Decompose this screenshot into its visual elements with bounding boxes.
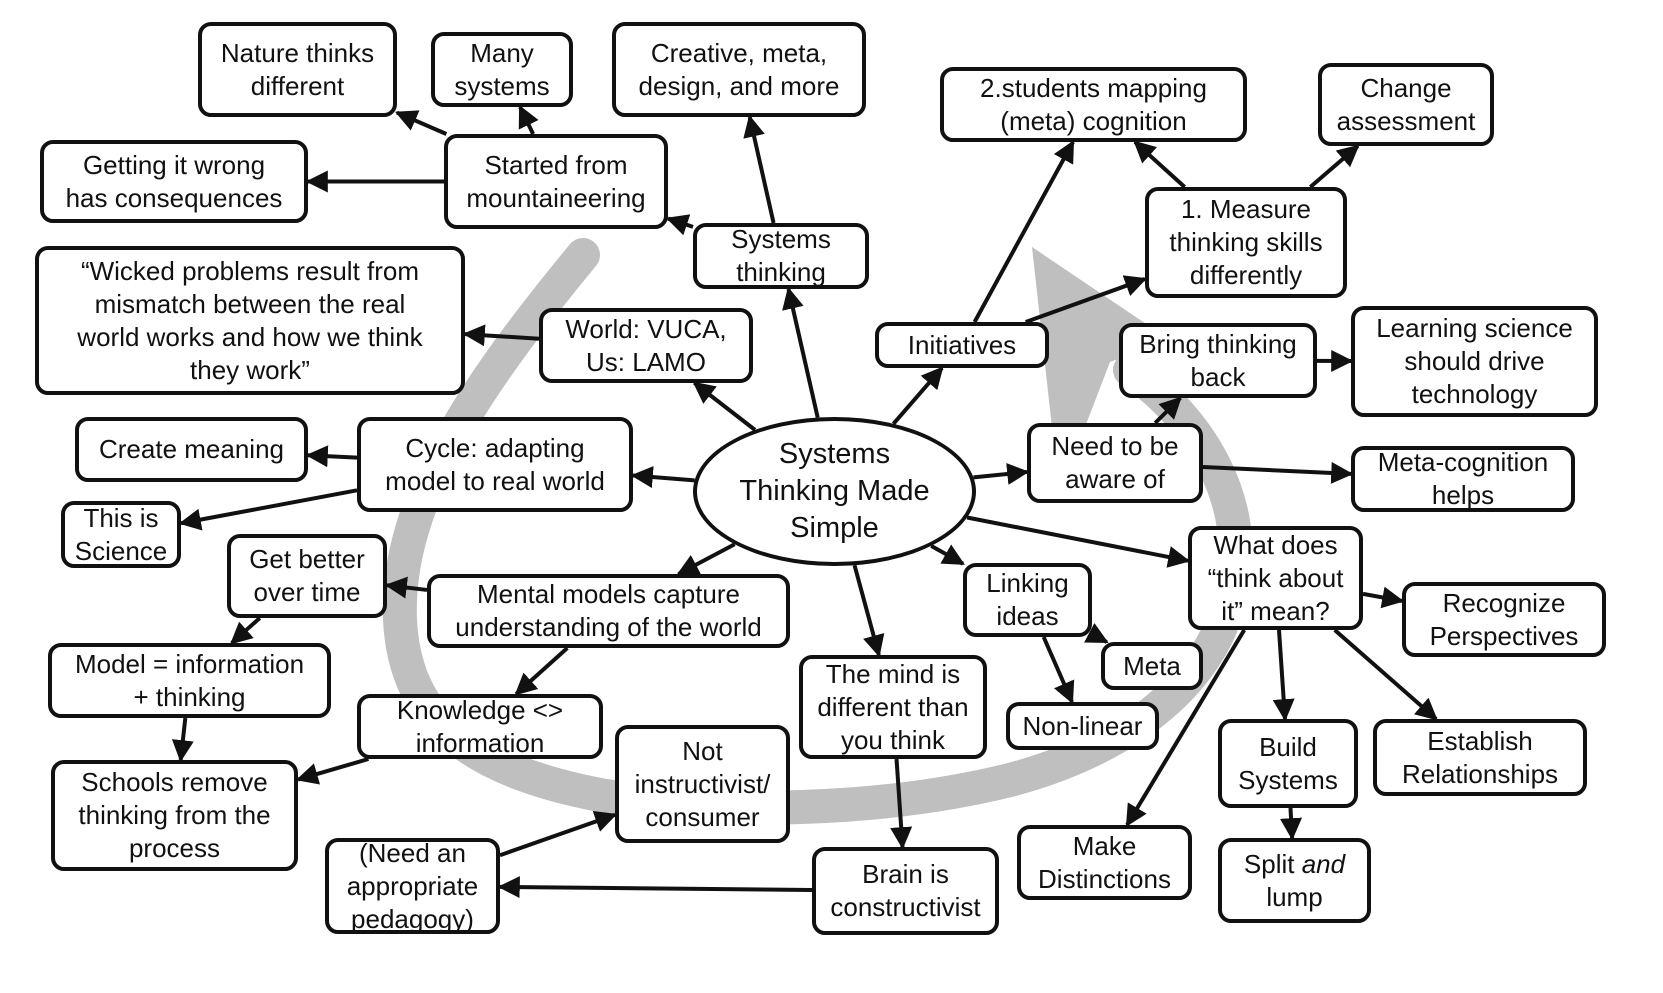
edge-initiatives-to-measure	[1025, 275, 1148, 324]
node-brain[interactable]: Brain is constructivist	[812, 847, 999, 935]
node-world[interactable]: World: VUCA, Us: LAMO	[539, 308, 753, 383]
edge-linking-to-meta	[1084, 623, 1109, 644]
edge-started-to-nature	[394, 110, 448, 136]
edge-get-better-to-model	[230, 616, 262, 645]
edge-mind-to-brain	[890, 758, 913, 850]
edge-linking-to-non-linear	[1041, 636, 1075, 705]
edge-need-aware-to-bring-back	[1153, 396, 1182, 425]
edge-cycle-to-science	[178, 488, 358, 531]
edge-center-to-cycle	[630, 466, 695, 489]
node-initiatives[interactable]: Initiatives	[875, 322, 1049, 368]
node-schools[interactable]: Schools remove thinking from the process	[51, 760, 298, 871]
edge-initiatives-to-students	[972, 140, 1075, 323]
edge-need-aware-to-meta-cognition	[1202, 461, 1354, 484]
node-creative[interactable]: Creative, meta, design, and more	[612, 22, 866, 117]
node-wicked[interactable]: “Wicked problems result from mismatch be…	[35, 246, 465, 395]
node-distinctions[interactable]: Make Distinctions	[1017, 825, 1192, 900]
node-many[interactable]: Many systems	[431, 32, 573, 107]
node-cycle[interactable]: Cycle: adapting model to real world	[357, 417, 633, 512]
split-label: Split and lump	[1243, 848, 1346, 912]
edge-measure-to-change	[1309, 144, 1360, 189]
edge-what-does-to-recognize	[1362, 586, 1405, 609]
node-need-aware[interactable]: Need to be aware of	[1027, 423, 1203, 503]
node-systems-thinking[interactable]: Systems thinking	[693, 223, 869, 289]
edge-build-to-split	[1280, 807, 1303, 841]
edge-what-does-to-establish	[1333, 628, 1438, 721]
edge-center-to-world	[692, 381, 757, 432]
node-meta-cognition[interactable]: Meta-cognition helps	[1351, 446, 1575, 512]
node-recognize[interactable]: Recognize Perspectives	[1402, 582, 1606, 657]
node-not-instructivist[interactable]: Not instructivist/ consumer	[615, 725, 790, 843]
node-create-meaning[interactable]: Create meaning	[75, 417, 308, 482]
node-pedagogy[interactable]: (Need an appropriate pedagogy)	[325, 838, 500, 934]
node-what-does[interactable]: What does “think about it” mean?	[1188, 526, 1363, 630]
node-model[interactable]: Model = information + thinking	[48, 643, 331, 718]
node-science[interactable]: This is Science	[61, 501, 181, 568]
edge-center-to-linking	[930, 544, 965, 566]
edge-center-to-need-aware	[973, 462, 1030, 485]
node-getting-wrong[interactable]: Getting it wrong has consequences	[40, 140, 308, 223]
edge-measure-to-students	[1133, 140, 1187, 189]
node-establish[interactable]: Establish Relationships	[1373, 719, 1587, 796]
edge-center-to-mind	[852, 564, 885, 658]
node-students[interactable]: 2.students mapping (meta) cognition	[940, 67, 1247, 142]
node-measure[interactable]: 1. Measure thinking skills differently	[1145, 187, 1347, 298]
edge-mental-models-to-knowledge	[514, 646, 569, 696]
node-linking[interactable]: Linking ideas	[963, 563, 1092, 637]
edge-what-does-to-build	[1272, 629, 1295, 722]
node-center[interactable]: Systems Thinking Made Simple	[693, 417, 976, 566]
edge-systems-thinking-to-started	[665, 214, 694, 236]
edge-knowledge-to-schools	[295, 757, 370, 785]
node-get-better[interactable]: Get better over time	[227, 534, 387, 618]
edge-world-to-wicked	[462, 324, 540, 347]
edge-center-to-systems-thinking	[782, 286, 820, 418]
edge-center-to-mental-models	[676, 542, 736, 576]
edge-systems-thinking-to-creative	[743, 114, 776, 224]
node-knowledge[interactable]: Knowledge <> information	[357, 694, 603, 759]
edge-started-to-many	[518, 105, 539, 135]
node-mind[interactable]: The mind is different than you think	[799, 655, 987, 759]
node-build[interactable]: Build Systems	[1218, 719, 1358, 808]
edge-center-to-what-does	[966, 515, 1191, 568]
edge-pedagogy-to-not-instructivist	[499, 810, 618, 858]
node-bring-back[interactable]: Bring thinking back	[1119, 323, 1317, 398]
node-mental-models[interactable]: Mental models capture understanding of t…	[427, 574, 790, 648]
node-nature[interactable]: Nature thinks different	[198, 22, 397, 117]
edge-center-to-initiatives	[891, 366, 944, 426]
node-started[interactable]: Started from mountaineering	[444, 134, 668, 229]
edge-model-to-schools	[171, 717, 194, 763]
node-non-linear[interactable]: Non-linear	[1006, 702, 1159, 750]
node-meta[interactable]: Meta	[1101, 642, 1203, 690]
node-change[interactable]: Change assessment	[1318, 63, 1494, 146]
node-learning-science[interactable]: Learning science should drive technology	[1351, 306, 1598, 417]
edge-cycle-to-create-meaning	[305, 445, 358, 468]
node-split[interactable]: Split and lump	[1218, 838, 1371, 923]
edge-brain-to-pedagogy	[497, 876, 813, 899]
edge-mental-models-to-get-better	[384, 576, 428, 599]
edge-what-does-to-distinctions	[1125, 628, 1246, 827]
